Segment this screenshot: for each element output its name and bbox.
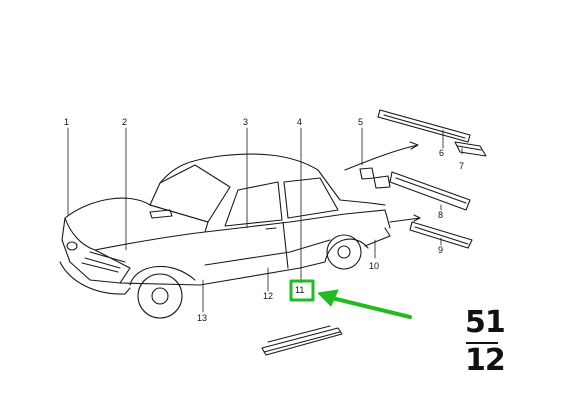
- callout-5: 5: [358, 117, 364, 127]
- callout-3: 3: [243, 117, 249, 127]
- part-8-small-a: [359, 167, 375, 180]
- car-grille: [81, 251, 126, 273]
- car-illustration: [59, 153, 391, 319]
- part-11-strip-group: [261, 325, 343, 356]
- callout-8: 8: [438, 210, 444, 220]
- parts-8-9: [359, 167, 473, 249]
- car-front-window: [224, 181, 283, 227]
- car-rear-hub: [337, 245, 351, 259]
- group-code-main: 51: [465, 305, 506, 340]
- car-front-face: [61, 217, 131, 284]
- car-front-hub: [151, 287, 169, 305]
- callout-9: 9: [438, 245, 444, 255]
- arrow-roof-to-6: [344, 141, 419, 171]
- part-8-strip: [389, 171, 471, 211]
- part-8-small-b: [373, 175, 391, 189]
- car-front-wheel: [137, 273, 183, 319]
- callout-2: 2: [122, 117, 128, 127]
- group-code-divider: [466, 342, 498, 344]
- car-rear-arch: [324, 238, 369, 263]
- part-7-endcap: [454, 141, 487, 157]
- highlight-arrowhead: [317, 289, 339, 307]
- parts-6-7: [344, 109, 487, 171]
- car-windshield: [149, 164, 231, 223]
- car-rear-window: [283, 177, 339, 219]
- callout-7: 7: [459, 161, 465, 171]
- part-11-strip: [261, 325, 343, 356]
- car-roof: [159, 153, 386, 206]
- car-side-trim: [204, 239, 331, 266]
- callout-4: 4: [297, 117, 303, 127]
- car-front-arch: [129, 265, 196, 286]
- car-belt-line: [204, 209, 391, 233]
- group-code-sub: 12: [465, 343, 506, 378]
- car-rear-wheel: [326, 234, 362, 270]
- highlight-arrow: [330, 296, 412, 319]
- car-hood-badge: [149, 209, 173, 219]
- part-9-strip: [409, 221, 473, 249]
- callout-13: 13: [197, 313, 208, 323]
- highlight-box: [289, 279, 315, 302]
- car-sill-line: [119, 227, 391, 286]
- callout-10: 10: [369, 261, 380, 271]
- car-hood: [64, 197, 209, 251]
- callout-1: 1: [64, 117, 70, 127]
- callout-11: 11: [295, 285, 305, 295]
- car-front-bumper: [59, 261, 131, 295]
- car-door-handle: [265, 227, 277, 230]
- car-door-line: [282, 221, 289, 269]
- part-6-strip: [377, 109, 471, 143]
- car-headlight: [66, 241, 78, 251]
- callout-6: 6: [439, 148, 445, 158]
- arrow-body-to-9: [389, 214, 421, 223]
- callout-12: 12: [263, 291, 274, 301]
- leader-lines: [67, 127, 463, 313]
